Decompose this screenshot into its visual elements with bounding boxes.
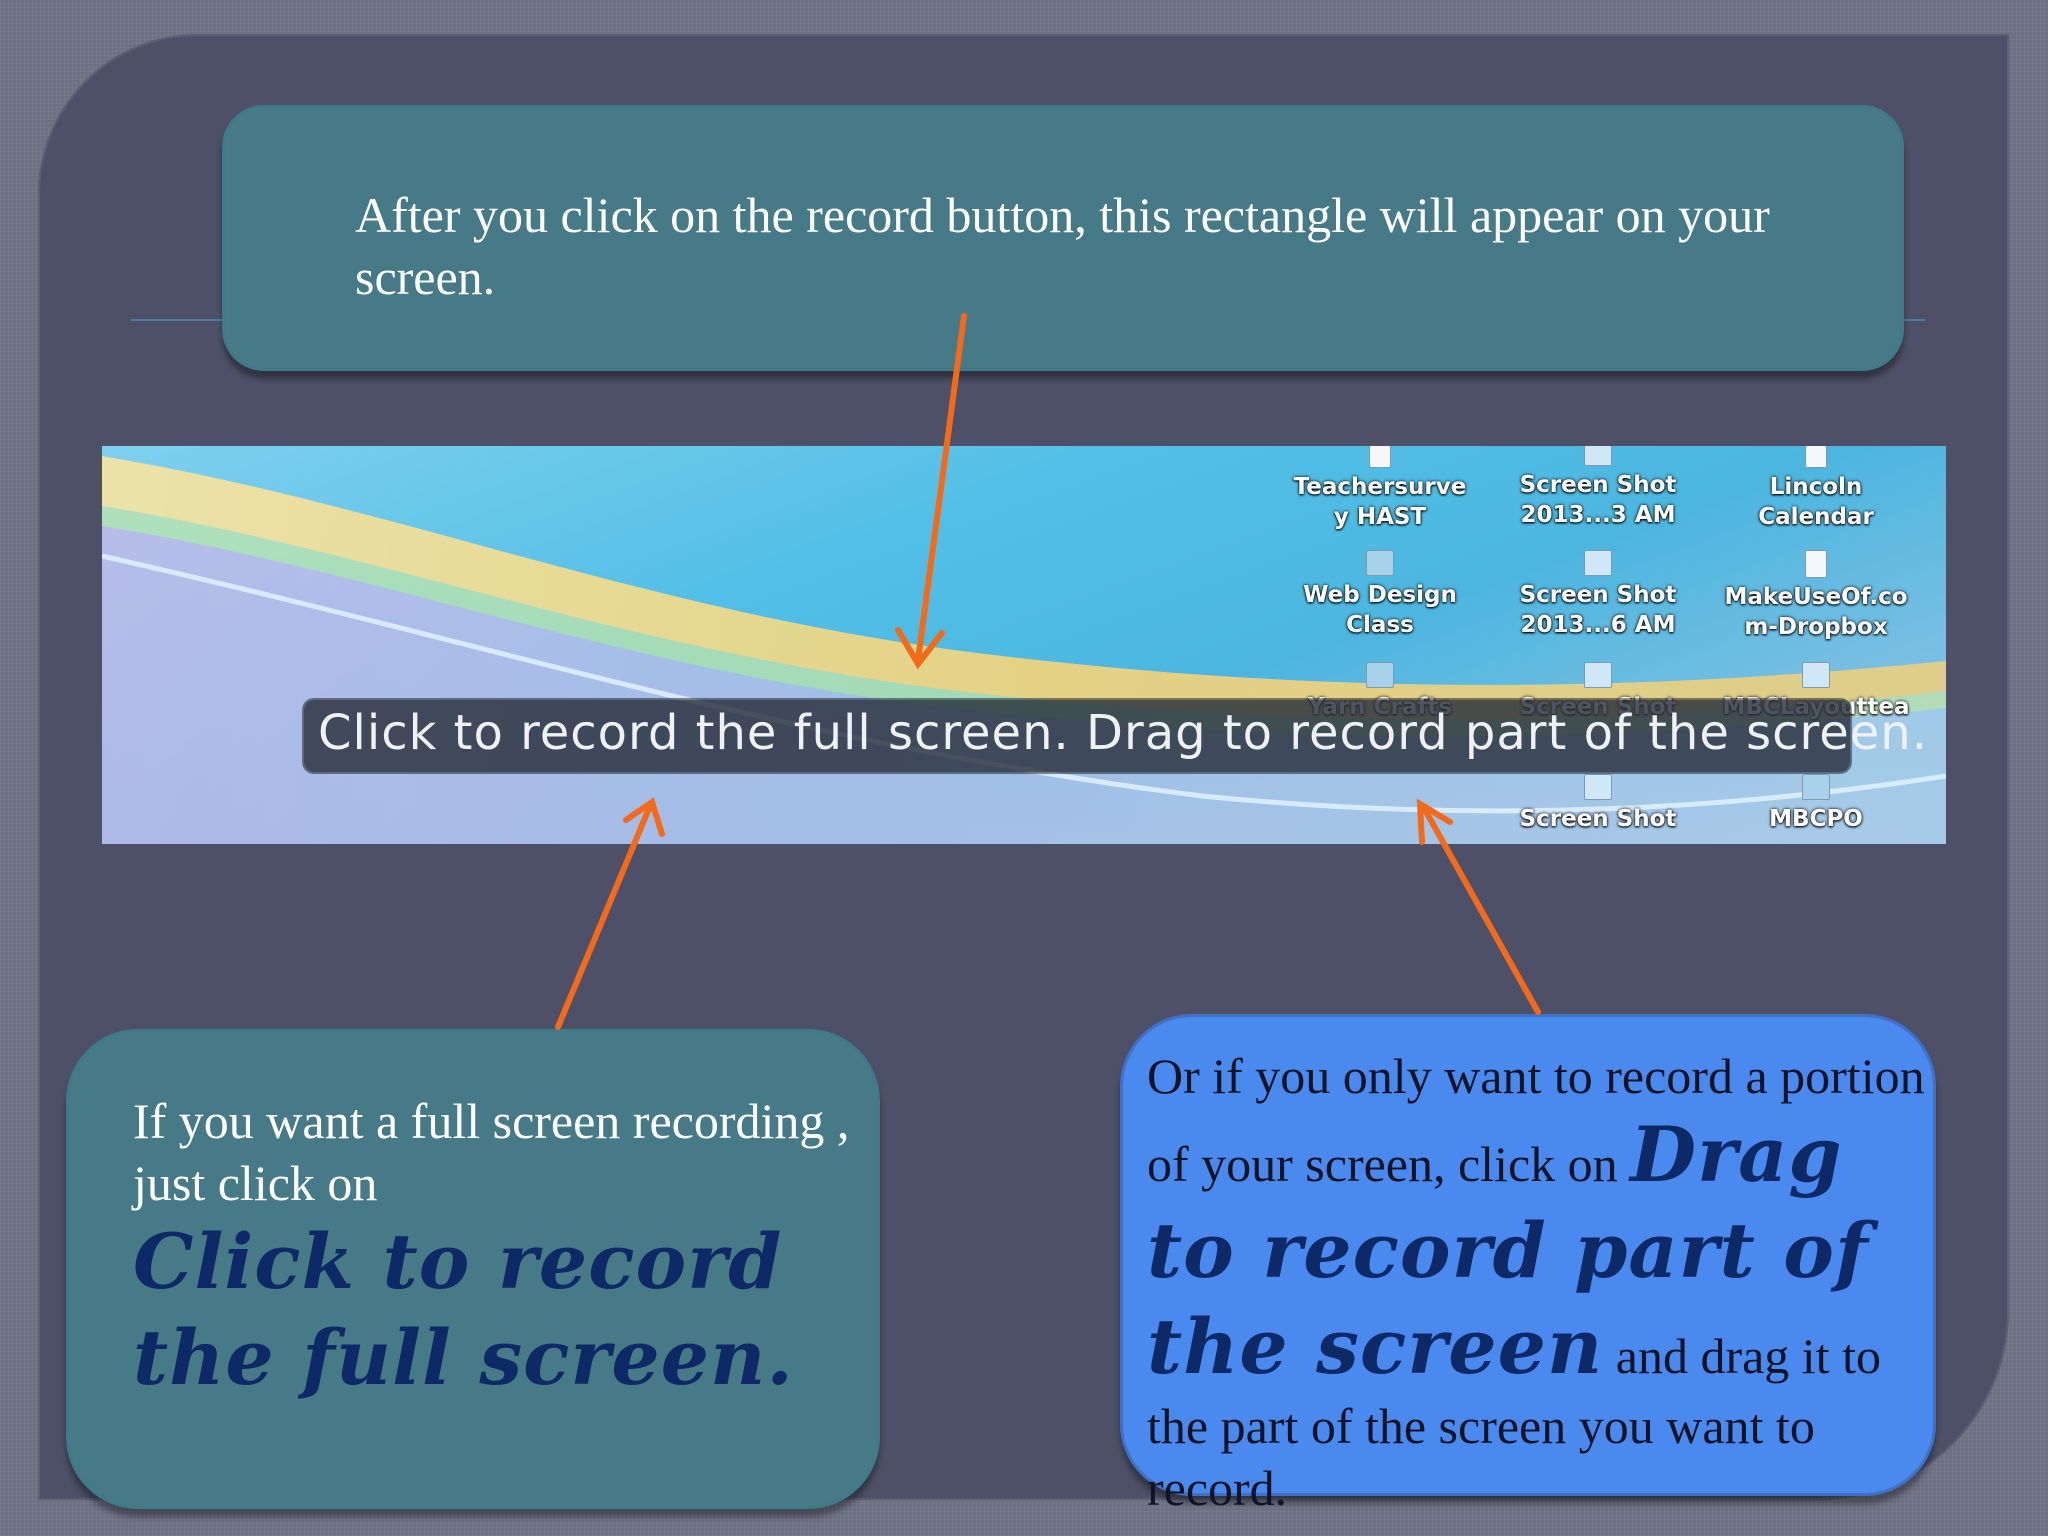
folder-icon <box>1366 550 1394 576</box>
desktop-icon[interactable]: Teachersurve y HAST <box>1280 446 1480 532</box>
desktop-icon[interactable]: Lincoln Calendar <box>1716 446 1916 532</box>
desktop-icon[interactable]: Screen Shot 2013...3 AM <box>1498 446 1698 530</box>
image-icon <box>1584 550 1612 576</box>
record-hint-overlay[interactable]: Click to record the full screen. Drag to… <box>304 700 1927 772</box>
left-callout-text: If you want a full screen recording , ju… <box>133 1093 850 1211</box>
left-callout-box: If you want a full screen recording , ju… <box>66 1029 880 1509</box>
top-callout-box: After you click on the record button, th… <box>222 105 1904 371</box>
top-callout-text: After you click on the record button, th… <box>355 187 1770 305</box>
image-icon <box>1584 446 1612 466</box>
desktop-icon[interactable]: Web Design Class <box>1280 550 1480 640</box>
desktop-icon[interactable]: Screen Shot <box>1498 774 1698 834</box>
document-icon <box>1805 550 1827 578</box>
record-hint-text[interactable]: Click to record the full screen. Drag to… <box>318 705 1928 761</box>
image-icon <box>1584 774 1612 800</box>
right-callout-emphasis: Drag to record part of the screen <box>1147 1110 1869 1391</box>
desktop-icon[interactable]: MakeUseOf.co m-Dropbox <box>1716 550 1916 642</box>
folder-icon <box>1366 662 1394 688</box>
desktop-icon[interactable]: MBCPO <box>1716 774 1916 834</box>
folder-icon <box>1802 774 1830 800</box>
right-callout-text-before: Or if you only want to record a portion … <box>1147 1048 1925 1192</box>
desktop-icon[interactable]: Screen Shot 2013...6 AM <box>1498 550 1698 640</box>
image-icon <box>1802 662 1830 688</box>
document-icon <box>1369 446 1391 468</box>
desktop-screenshot: Teachersurve y HAST Screen Shot 2013...3… <box>102 446 1946 844</box>
image-icon <box>1584 662 1612 688</box>
right-callout-text-after: and drag it to the part of the screen yo… <box>1147 1328 1881 1516</box>
right-callout-box: Or if you only want to record a portion … <box>1120 1014 1936 1516</box>
document-icon <box>1805 446 1827 468</box>
left-callout-emphasis: Click to record the full screen. <box>133 1217 794 1402</box>
